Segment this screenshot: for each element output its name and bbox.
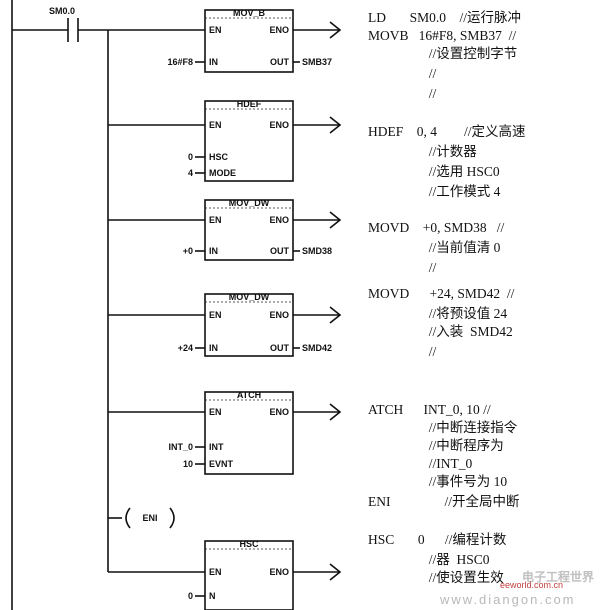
arrow-icon: [329, 563, 342, 581]
stl-line: //设置控制字节: [368, 46, 518, 61]
mode-operand: 4: [188, 168, 193, 178]
hsc-operand: 0: [188, 152, 193, 162]
stl-line: MOVD +0, SMD38 //: [368, 220, 505, 235]
pin-en: EN: [209, 567, 222, 577]
out-operand: SMB37: [302, 57, 332, 67]
box-title: HSC: [239, 539, 259, 549]
evnt-operand: 10: [183, 459, 193, 469]
stl-line: //中断程序为: [368, 438, 504, 453]
pin-in: IN: [209, 57, 218, 67]
stl-line: //当前值清 0: [368, 240, 501, 255]
pin-in: IN: [209, 343, 218, 353]
arrow-icon: [329, 403, 342, 421]
out-operand: SMD38: [302, 246, 332, 256]
stl-line: ENI //开全局中断: [368, 494, 520, 509]
pin-en: EN: [209, 25, 222, 35]
stl-line: //将预设值 24: [368, 306, 508, 321]
stl-line: //: [368, 66, 437, 81]
pin-en: EN: [209, 310, 222, 320]
arrow-icon: [329, 211, 342, 229]
arrow-icon: [329, 116, 342, 134]
out-operand: SMD42: [302, 343, 332, 353]
stl-line: ATCH INT_0, 10 //: [368, 402, 491, 417]
arrow-icon: [329, 21, 342, 39]
pin-int: INT: [209, 442, 224, 452]
stl-line: //使设置生效: [368, 570, 504, 585]
pin-eno: ENO: [269, 310, 289, 320]
pin-hsc: HSC: [209, 152, 229, 162]
stl-line: //事件号为 10: [368, 474, 508, 489]
pin-en: EN: [209, 120, 222, 130]
in-operand: +24: [178, 343, 193, 353]
box-title: MOV_DW: [229, 292, 270, 302]
mov-dw-box-1: [204, 199, 294, 261]
pin-en: EN: [209, 407, 222, 417]
pin-out: OUT: [270, 246, 290, 256]
pin-en: EN: [209, 215, 222, 225]
pin-eno: ENO: [269, 120, 289, 130]
stl-line: //INT_0: [368, 456, 473, 471]
mov-dw-box-2: [204, 293, 294, 357]
int-operand: INT_0: [168, 442, 193, 452]
contact-label: SM0.0: [49, 6, 75, 16]
stl-line: LD SM0.0 //运行脉冲: [368, 10, 522, 25]
pin-mode: MODE: [209, 168, 236, 178]
box-title: MOV_DW: [229, 198, 270, 208]
watermark-url: www.diangon.com: [440, 592, 576, 607]
n-operand: 0: [188, 591, 193, 601]
arrow-icon: [329, 306, 342, 324]
box-title: HDEF: [237, 99, 262, 109]
in-operand: 16#F8: [167, 57, 193, 67]
pin-eno: ENO: [269, 25, 289, 35]
watermark-title: 电子工程世界: [522, 570, 595, 584]
stl-line: //器 HSC0: [368, 552, 490, 567]
stl-line: //: [368, 86, 437, 101]
pin-evnt: EVNT: [209, 459, 234, 469]
watermark-domain: eeworld.com.cn: [500, 580, 564, 590]
pin-eno: ENO: [269, 215, 289, 225]
stl-line: //: [368, 344, 437, 359]
stl-line: //入装 SMD42: [368, 324, 513, 339]
pin-eno: ENO: [269, 567, 289, 577]
stl-line: //: [368, 260, 437, 275]
atch-box: [204, 391, 294, 475]
box-title: MOV_B: [233, 8, 266, 18]
stl-line: //计数器: [368, 144, 477, 159]
stl-line: //工作模式 4: [368, 184, 501, 199]
pin-out: OUT: [270, 343, 290, 353]
pin-in: IN: [209, 246, 218, 256]
stl-line: MOVB 16#F8, SMB37 //: [368, 28, 517, 43]
stl-line: HSC 0 //编程计数: [368, 532, 507, 547]
pin-out: OUT: [270, 57, 290, 67]
hsc-box: [204, 540, 294, 610]
mov-b-box: [204, 9, 294, 73]
coil-paren-left: [125, 507, 131, 529]
hdef-box: [204, 100, 294, 182]
stl-line: HDEF 0, 4 //定义高速: [368, 124, 526, 139]
stl-line: MOVD +24, SMD42 //: [368, 286, 515, 301]
stl-line: //选用 HSC0: [368, 164, 500, 179]
pin-n: N: [209, 591, 216, 601]
coil-paren-right: [169, 507, 175, 529]
stl-line: //中断连接指令: [368, 420, 518, 435]
box-title: ATCH: [237, 390, 261, 400]
in-operand: +0: [183, 246, 193, 256]
eni-coil-label: ENI: [142, 513, 157, 523]
pin-eno: ENO: [269, 407, 289, 417]
